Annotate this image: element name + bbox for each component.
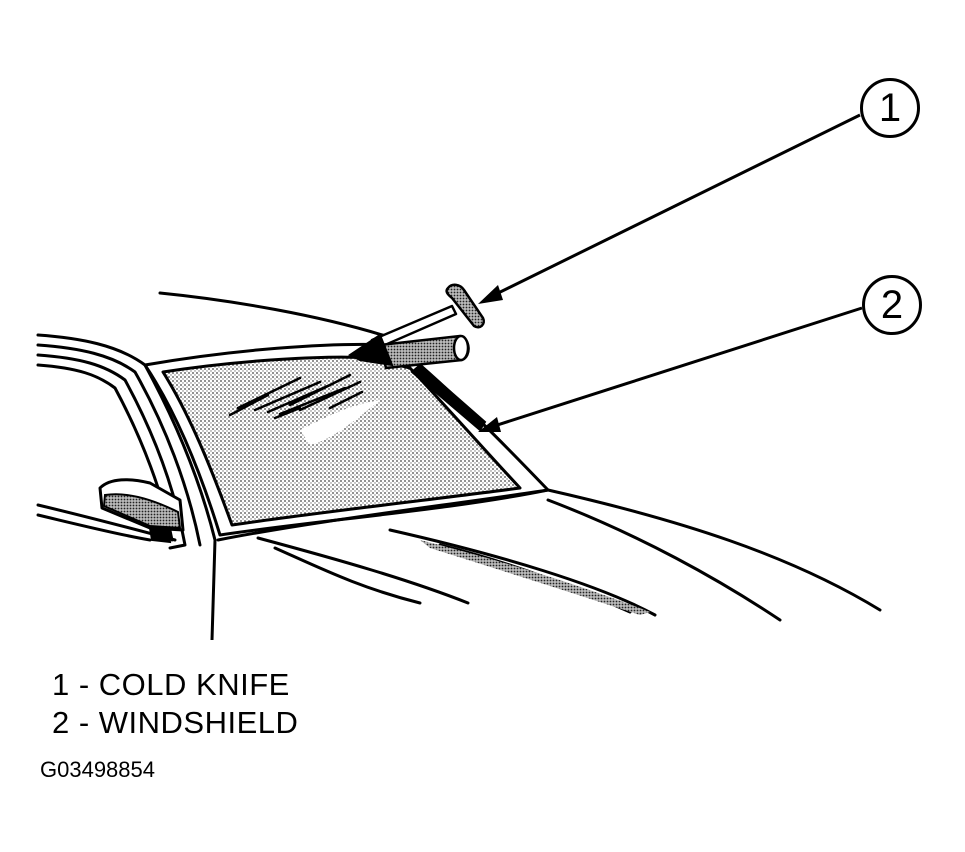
callout-1: 1 (860, 78, 920, 138)
figure-id: G03498854 (40, 757, 155, 782)
glare-streak (278, 386, 347, 416)
glare-streak (228, 393, 270, 417)
hood-crease-4 (546, 498, 782, 622)
cold-knife-tool (348, 283, 485, 370)
arrowhead-2 (478, 417, 501, 432)
cowl-line (216, 488, 550, 542)
belt-line-2 (36, 513, 152, 542)
a-pillar-inner-1 (36, 343, 202, 547)
hood-shadow (420, 540, 650, 615)
glare-streak (253, 380, 322, 412)
callout-1-number: 1 (878, 86, 902, 130)
legend-text: 1 - COLD KNIFE (52, 667, 290, 702)
hood-crease-2 (273, 546, 422, 605)
arrowhead-1 (478, 285, 503, 304)
glare-highlight (300, 400, 380, 445)
glare-streak (273, 406, 302, 420)
windshield-removal-illustration (36, 113, 882, 640)
hood-crease-1 (256, 536, 470, 605)
roof-line (158, 291, 394, 340)
glare-streak (288, 373, 352, 407)
glare-streak (328, 390, 364, 410)
legend-item-cold-knife: 1 - COLD KNIFE (52, 667, 290, 703)
glare-streak (236, 376, 302, 410)
side-mirror (98, 478, 185, 544)
callout-2: 2 (862, 275, 922, 335)
hood-crease-3 (388, 528, 657, 617)
leader-line-2 (487, 306, 863, 430)
glare-streak (298, 380, 362, 412)
knife-blade (348, 333, 394, 367)
windshield-glass (161, 355, 522, 527)
knife-t-handle (445, 283, 485, 329)
windshield-molding-right (410, 363, 487, 432)
legend-text: 2 - WINDSHIELD (52, 705, 299, 740)
fender-line-right (546, 488, 882, 612)
callout-2-number: 2 (880, 283, 904, 327)
legend-item-windshield: 2 - WINDSHIELD (52, 705, 298, 741)
leader-line-1 (487, 113, 861, 300)
